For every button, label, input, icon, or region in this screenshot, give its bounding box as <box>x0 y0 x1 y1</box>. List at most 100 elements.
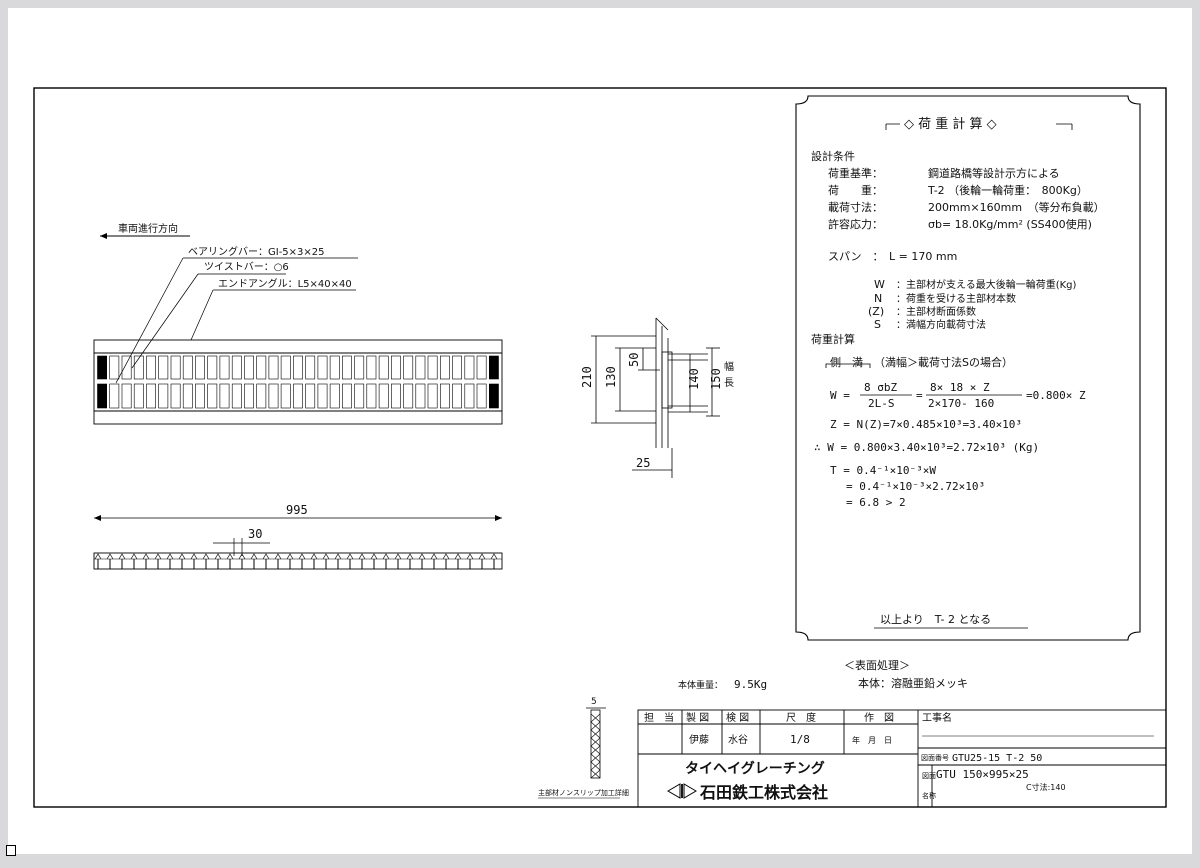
plan-tooth <box>310 553 318 560</box>
plan-tooth <box>118 553 126 560</box>
mesh-cell <box>378 355 389 380</box>
mesh-cell <box>207 355 218 380</box>
mesh-cell <box>146 383 156 409</box>
mesh-cell <box>341 355 352 380</box>
mesh-cell <box>439 383 450 409</box>
cond-value-0: 鋼道路橋等設計示方による <box>928 166 1060 180</box>
plan-tooth <box>202 553 210 560</box>
plan-tooth <box>154 553 162 560</box>
plan-tooth <box>214 553 222 560</box>
plan-tooth <box>250 553 258 560</box>
plan-tooth <box>286 553 294 560</box>
company-brand: タイヘイグレーチング <box>685 760 825 777</box>
mesh-cell <box>366 383 377 409</box>
w-result: =0.800× Z <box>1026 389 1086 402</box>
plan-tooth <box>178 553 186 560</box>
mesh-cell <box>280 383 291 409</box>
symbol-2: (Z) <box>868 305 884 318</box>
plan-tooth <box>238 553 246 560</box>
technical-drawing: 車両進行方向 ベアリングバー：GI-5×3×25 ツイストバー：○6 エンドアン… <box>33 87 1167 808</box>
mesh-cell <box>256 355 267 380</box>
detail-caption: 主部材ノンスリップ加工詳細 <box>538 788 629 797</box>
mesh-cell <box>354 383 365 409</box>
tb-drawing-no: GTU25-15 T-2 50 <box>952 753 1042 764</box>
tb-header-3: 尺 度 <box>786 711 816 724</box>
tb-value-2: 1/8 <box>790 733 810 746</box>
weight-label: 本体重量： <box>678 679 723 691</box>
mesh-cell <box>182 355 193 380</box>
symbol-3: S <box>874 318 881 331</box>
mesh-cell <box>317 355 328 380</box>
tb-header-0: 担 当 <box>644 711 674 724</box>
design-conditions-heading: 設計条件 <box>811 149 855 163</box>
mesh-cell <box>341 383 352 409</box>
length-label: 長 <box>724 377 734 389</box>
plan-tooth <box>166 553 174 560</box>
cond-value-2: 200mm×160mm （等分布負載） <box>928 200 1105 214</box>
company-name: 石田鉄工株式会社 <box>699 783 828 802</box>
mesh-cell <box>439 355 450 380</box>
w-den2: 2×170- 160 <box>928 397 994 410</box>
mesh-cell <box>109 383 120 409</box>
dim-130: 130 <box>604 366 618 388</box>
symbol-desc-2: ：主部材断面係数 <box>896 305 976 318</box>
mesh-cell <box>121 355 132 380</box>
plan-tooth <box>490 553 498 560</box>
plan-tooth <box>358 553 366 560</box>
mesh-cell <box>403 383 414 409</box>
surface-text: 本体：溶融亜鉛メッキ <box>858 676 968 690</box>
w-den1: 2L-S <box>868 397 895 410</box>
mesh-cell <box>133 383 144 409</box>
mesh-cell <box>231 355 242 380</box>
mesh-cell <box>305 383 316 409</box>
mesh-cell <box>427 355 438 380</box>
mesh-cell <box>415 383 426 409</box>
tb-date: 年 月 日 <box>852 735 892 745</box>
cond-value-1: T-2 （後輪一輪荷重： 800Kg） <box>927 183 1088 197</box>
mesh-cell <box>170 355 181 380</box>
symbol-desc-3: ：満幅方向載荷寸法 <box>896 318 986 331</box>
w-num1: 8 σbZ <box>864 381 897 394</box>
symbol-desc-1: ：荷重を受ける主部材本数 <box>896 292 1016 305</box>
mesh-cell <box>366 355 377 380</box>
surface-heading: ＜表面処理＞ <box>844 658 910 672</box>
symbol-desc-0: ：主部材が支える最大後輪一輪荷重(Kg) <box>896 278 1077 291</box>
plan-tooth <box>130 553 138 560</box>
plan-view: 995 30 <box>93 503 503 570</box>
load-calc-panel: ◇ 荷 重 計 算 ◇ 設計条件 荷重基準： 鋼道路橋等設計示方による 荷 重：… <box>795 95 1141 641</box>
tb-value-1: 水谷 <box>728 734 748 746</box>
mesh-cell <box>97 383 107 409</box>
mesh-cell <box>195 383 205 409</box>
plan-bars <box>94 553 498 569</box>
mesh-cell <box>256 383 267 409</box>
mesh-cell <box>329 355 340 380</box>
plan-tooth <box>298 553 306 560</box>
tb-header-1: 製 図 <box>686 711 709 724</box>
span-line: スパン ： L = 170 mm <box>828 250 957 263</box>
mesh-cell <box>317 383 328 409</box>
plan-tooth <box>322 553 330 560</box>
plan-tooth <box>442 553 450 560</box>
plan-tooth <box>478 553 486 560</box>
dim-25: 25 <box>636 456 650 470</box>
tb-c-dim: C寸法:140 <box>1026 782 1066 792</box>
mesh-cell <box>488 355 499 380</box>
calc-heading: 荷重計算 <box>811 332 855 346</box>
dim-50: 50 <box>627 353 641 367</box>
mesh-cell <box>378 383 389 409</box>
dim-140: 140 <box>687 368 701 390</box>
mesh-cell <box>329 383 340 409</box>
plan-tooth <box>466 553 474 560</box>
mesh-cell <box>195 355 205 380</box>
mesh-cell <box>133 355 144 380</box>
calc-line-w: ∴ W = 0.800×3.40×10³=2.72×10³ (Kg) <box>814 441 1039 454</box>
plan-tooth <box>346 553 354 560</box>
mesh-cell <box>244 355 254 380</box>
checkbox-mark <box>6 845 16 856</box>
mesh-cell <box>219 355 230 380</box>
grating-side-view: 車両進行方向 ベアリングバー：GI-5×3×25 ツイストバー：○6 エンドアン… <box>93 222 503 425</box>
section-dims: 210 130 50 140 150 幅 長 25 <box>580 353 734 470</box>
w-eq: = <box>916 389 923 402</box>
twist-bar-label: ツイストバー：○6 <box>204 261 289 273</box>
nonslip-detail: 5 主部材ノンスリップ加工詳細 <box>538 697 629 799</box>
